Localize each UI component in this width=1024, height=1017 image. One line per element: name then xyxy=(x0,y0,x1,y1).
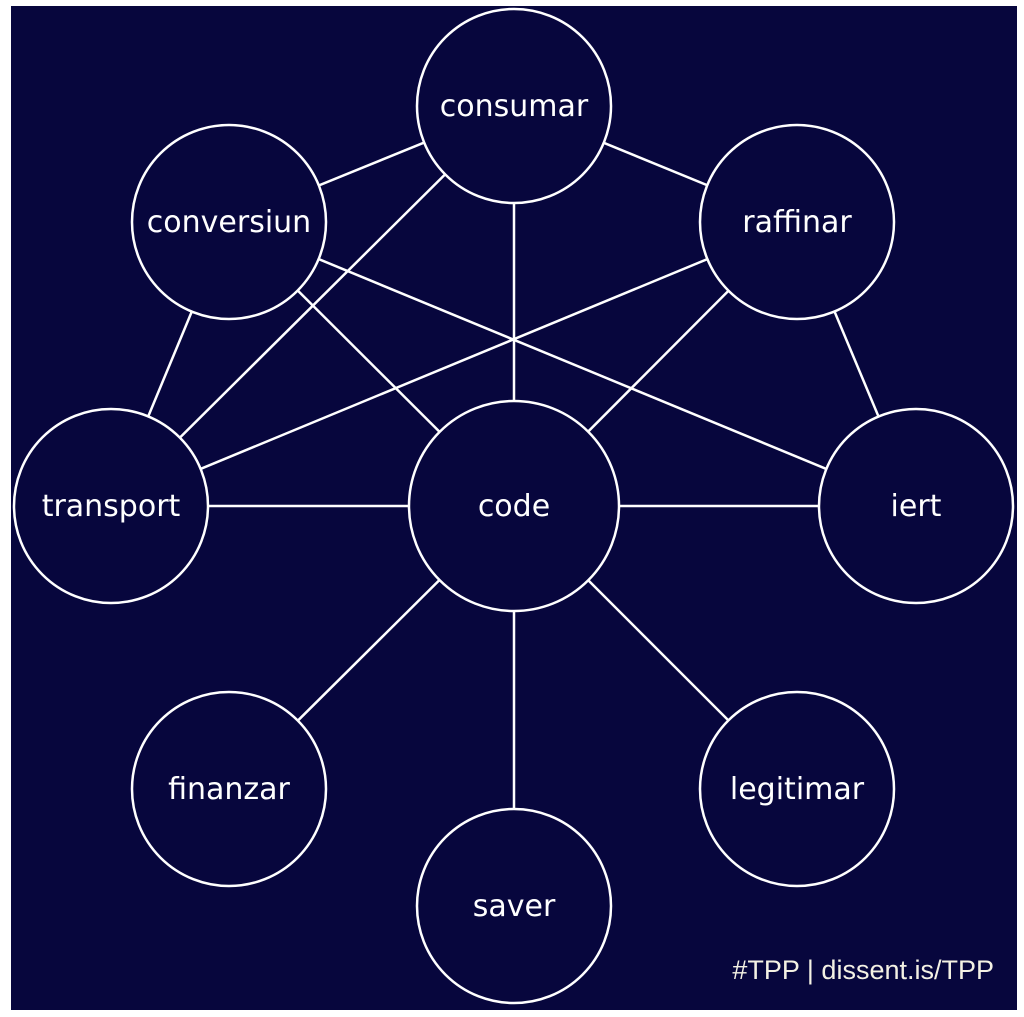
node-label: legitimar xyxy=(730,772,865,807)
node-circle xyxy=(407,399,621,613)
node-transport: transport xyxy=(12,407,210,605)
credit-watermark: #TPP | dissent.is/TPP xyxy=(732,955,994,985)
node-code: code xyxy=(407,399,621,613)
node-circle xyxy=(130,123,328,321)
node-circle xyxy=(698,123,896,321)
node-circle xyxy=(415,7,613,205)
edge-conversiun-iert xyxy=(228,220,917,508)
node-circle xyxy=(817,407,1015,605)
node-circle xyxy=(12,407,210,605)
node-raffinar: raffinar xyxy=(698,123,896,321)
node-legitimar: legitimar xyxy=(698,690,896,888)
node-circle xyxy=(130,690,328,888)
node-saver: saver xyxy=(415,807,613,1005)
node-label: code xyxy=(478,489,550,524)
node-label: raffinar xyxy=(742,205,852,240)
node-circle xyxy=(698,690,896,888)
node-label: conversiun xyxy=(147,205,311,240)
edge-raffinar-transport xyxy=(110,220,798,508)
node-consumar: consumar xyxy=(415,7,613,205)
node-label: finanzar xyxy=(168,772,290,807)
node-label: iert xyxy=(891,489,942,524)
node-label: saver xyxy=(473,889,556,924)
node-label: transport xyxy=(42,489,181,524)
node-iert: iert xyxy=(817,407,1015,605)
node-finanzar: finanzar xyxy=(130,690,328,888)
node-circle xyxy=(415,807,613,1005)
node-conversiun: conversiun xyxy=(130,123,328,321)
node-label: consumar xyxy=(440,89,589,124)
nodes: consumar conversiun raffinar transport code i… xyxy=(12,7,1015,1005)
